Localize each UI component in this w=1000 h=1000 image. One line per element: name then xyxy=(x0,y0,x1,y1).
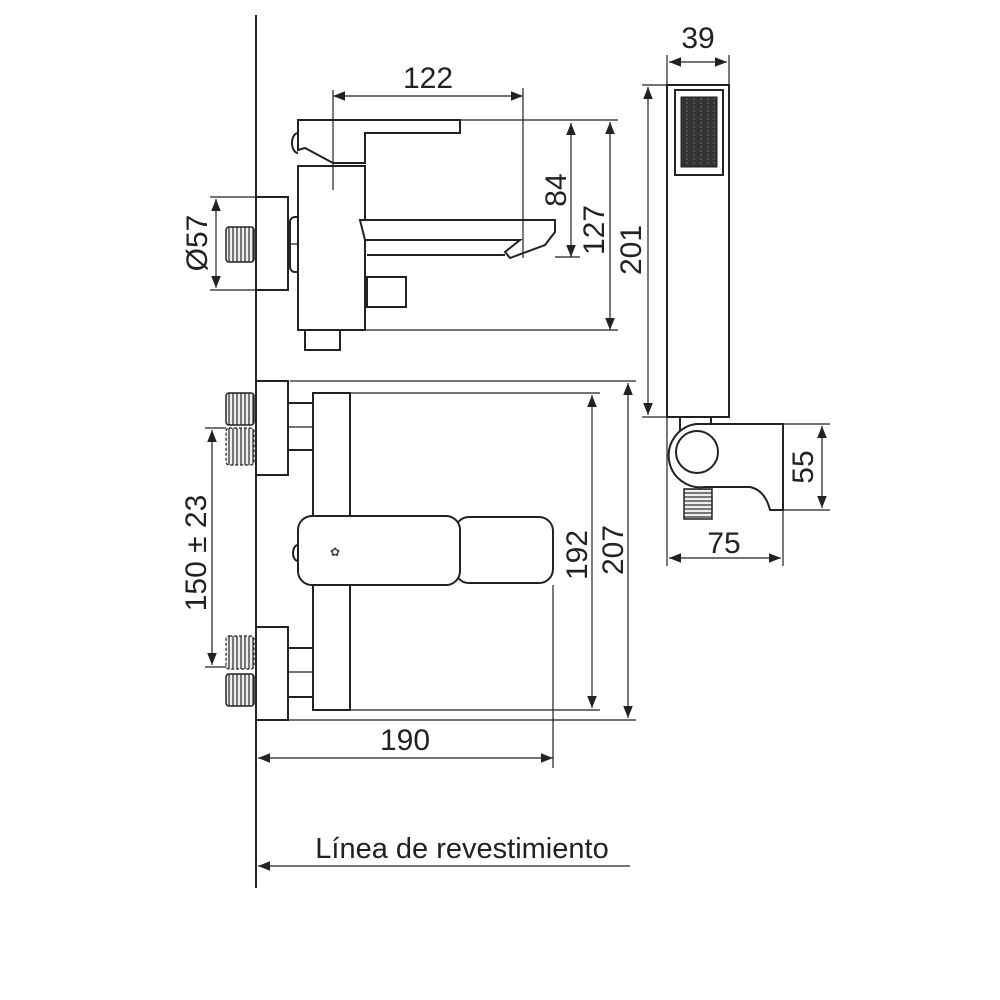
wall-label: Línea de revestimiento xyxy=(315,833,608,865)
dim-total-depth: 190 xyxy=(380,724,430,757)
brand-logo-icon: ✿ xyxy=(330,545,340,559)
dim-shower-length: 201 xyxy=(615,225,648,275)
dim-front-height-inner: 192 xyxy=(561,530,594,580)
dim-body-height: 127 xyxy=(578,205,611,255)
dim-shower-width: 39 xyxy=(681,22,714,55)
dim-inlet-spacing: 150 ± 23 xyxy=(180,495,213,612)
side-view-faucet xyxy=(225,119,556,351)
dim-flange-diameter: Ø57 xyxy=(181,215,214,272)
hand-shower xyxy=(666,84,730,418)
dim-spout-reach: 122 xyxy=(403,62,453,95)
dim-holder-height: 55 xyxy=(787,450,820,483)
front-view-faucet: ✿ xyxy=(225,380,554,721)
dim-front-height-outer: 207 xyxy=(597,525,630,575)
dim-holder-depth: 75 xyxy=(707,527,740,560)
shower-holder xyxy=(667,417,784,520)
dim-spout-height: 84 xyxy=(540,173,573,206)
